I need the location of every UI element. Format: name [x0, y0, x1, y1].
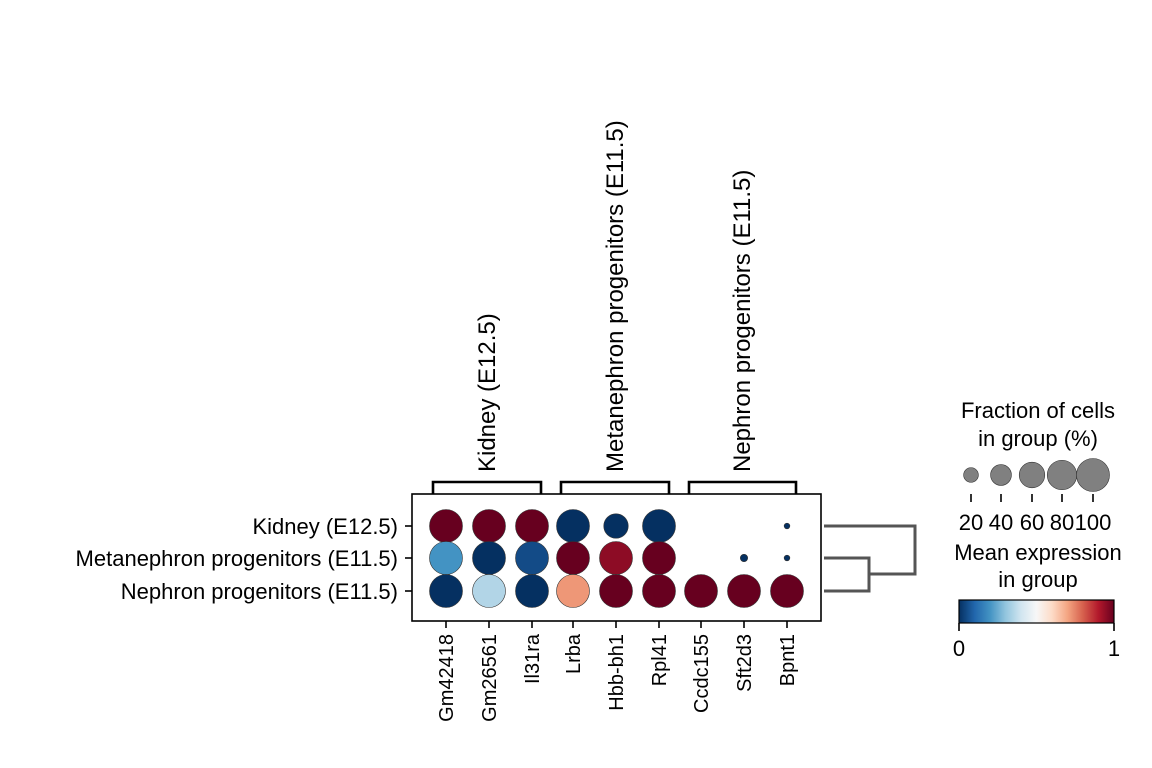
size-legend-dot-3	[1046, 459, 1078, 491]
size-legend-title-1: Fraction of cells	[961, 398, 1115, 423]
size-legend-dot-2	[1018, 461, 1046, 489]
dot-0-8	[783, 522, 791, 530]
group-label-kidney: Kidney (E12.5)	[252, 514, 398, 539]
size-legend-label-2: 60	[1020, 510, 1044, 535]
bracket-kidney	[431, 480, 543, 494]
dot-0-1	[472, 509, 506, 543]
dendrogram	[824, 524, 917, 593]
dot-2-4	[599, 574, 633, 608]
gene-label-4: Hbb-bh1	[606, 634, 628, 711]
gene-label-7: Sft2d3	[734, 634, 756, 692]
gene-group-brackets: Kidney (E12.5) Metanephron progenitors (…	[431, 120, 798, 494]
dendrogram-link-inner	[824, 556, 871, 593]
colorbar	[958, 599, 1115, 624]
size-legend-dot-4	[1076, 458, 1110, 492]
dot-2-5	[642, 574, 676, 608]
dot-0-5	[642, 509, 676, 543]
colorbar-label-min: 0	[953, 636, 965, 661]
color-legend-title-1: Mean expression	[954, 540, 1122, 565]
gene-group-label-metanephron: Metanephron progenitors (E11.5)	[602, 120, 629, 472]
gene-label-2: Il31ra	[522, 633, 544, 684]
dot-1-8	[783, 554, 791, 562]
dot-1-1	[472, 541, 506, 575]
size-legend-dot-0	[963, 467, 979, 483]
group-label-nephron: Nephron progenitors (E11.5)	[121, 579, 398, 604]
dot-0-2	[515, 509, 549, 543]
dot-2-1	[472, 574, 506, 608]
gene-label-3: Lrba	[563, 633, 585, 674]
size-legend-label-0: 20	[959, 510, 983, 535]
bracket-metanephron	[559, 480, 671, 494]
size-legend-label-4: 100	[1075, 510, 1112, 535]
group-label-metanephron: Metanephron progenitors (E11.5)	[76, 546, 398, 571]
size-legend-dot-1	[990, 464, 1012, 486]
dot-1-5	[642, 541, 676, 575]
dot-1-0	[429, 541, 463, 575]
dot-2-7	[727, 574, 761, 608]
colorbar-label-max: 1	[1108, 636, 1120, 661]
dot-0-0	[429, 509, 463, 543]
dot-1-3	[556, 541, 590, 575]
gene-group-label-kidney: Kidney (E12.5)	[474, 313, 501, 472]
dendrogram-link-outer	[824, 524, 917, 576]
dot-1-2	[515, 541, 549, 575]
size-legend-label-3: 80	[1050, 510, 1074, 535]
gene-label-5: Rpl41	[649, 634, 671, 686]
dot-2-8	[770, 574, 804, 608]
dot-2-0	[429, 574, 463, 608]
dot-1-7	[740, 554, 748, 562]
gene-label-1: Gm26561	[479, 634, 501, 722]
color-legend: Mean expression in group 0 1	[953, 540, 1122, 661]
size-legend-title-2: in group (%)	[978, 426, 1098, 451]
color-legend-title-2: in group	[998, 567, 1078, 592]
bracket-nephron	[687, 480, 798, 494]
dot-2-3	[556, 574, 590, 608]
dots-layer	[429, 509, 804, 608]
dot-0-4	[603, 513, 629, 539]
dot-2-2	[515, 574, 549, 608]
dot-0-3	[556, 509, 590, 543]
x-axis: Gm42418 Gm26561 Il31ra Lrba Hbb-bh1 Rpl4…	[436, 621, 799, 722]
gene-group-label-nephron: Nephron progenitors (E11.5)	[729, 170, 756, 472]
size-legend: Fraction of cells in group (%) 20 40 60 …	[959, 398, 1115, 535]
size-legend-label-1: 40	[989, 510, 1013, 535]
dot-1-4	[599, 541, 633, 575]
size-legend-dots	[963, 458, 1110, 492]
gene-label-6: Ccdc155	[691, 634, 713, 713]
gene-label-0: Gm42418	[436, 634, 458, 722]
gene-label-8: Bpnt1	[777, 634, 799, 686]
dot-2-6	[684, 574, 718, 608]
y-axis: Kidney (E12.5) Metanephron progenitors (…	[76, 514, 412, 604]
